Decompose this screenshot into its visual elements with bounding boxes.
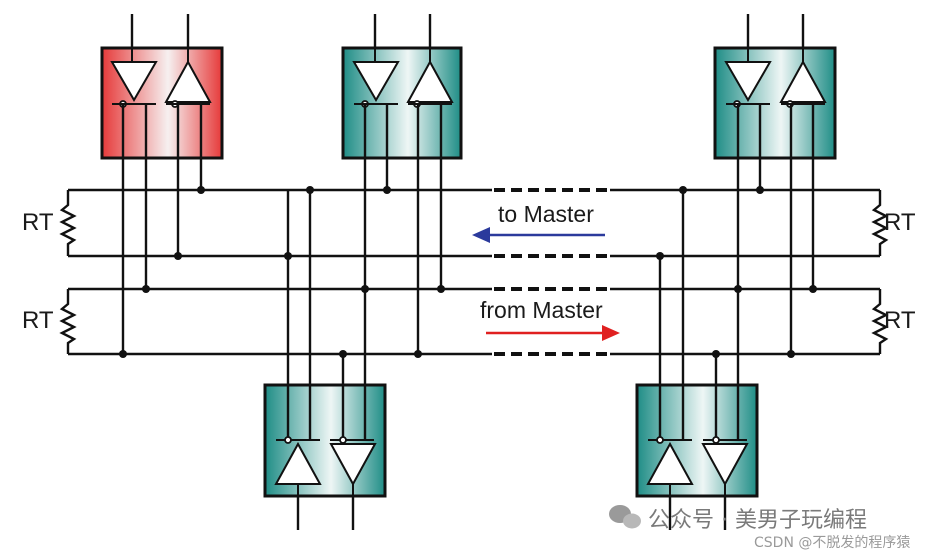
slave-transceiver-2 — [713, 14, 837, 358]
master-transceiver — [100, 14, 224, 358]
to-master-label: to Master — [498, 201, 594, 227]
termination-resistors — [59, 190, 889, 354]
resistor-right-top — [871, 190, 889, 256]
slave-transceiver-1 — [341, 14, 463, 358]
resistor-left-top — [59, 190, 77, 256]
bus-lines — [68, 188, 880, 356]
rt-label-left-bottom: RT — [22, 307, 54, 334]
bus-continuation-dashes — [494, 188, 608, 356]
slave-transceiver-3 — [263, 186, 387, 530]
slave-transceiver-4 — [635, 186, 759, 530]
wechat-logo-icon — [609, 505, 641, 529]
watermark-source: CSDN @不脱发的程序猿 — [754, 535, 911, 551]
rt-label-left-top: RT — [22, 209, 54, 236]
rt-label-right-top: RT — [884, 209, 916, 236]
from-master-label: from Master — [480, 297, 603, 323]
watermark-brand: 公众号 · 美男子玩编程 — [648, 508, 867, 533]
to-master-arrow — [472, 227, 605, 243]
resistor-right-bottom — [871, 289, 889, 354]
from-master-arrow — [486, 325, 620, 341]
resistor-left-bottom — [59, 289, 77, 354]
rt-label-right-bottom: RT — [884, 307, 916, 334]
